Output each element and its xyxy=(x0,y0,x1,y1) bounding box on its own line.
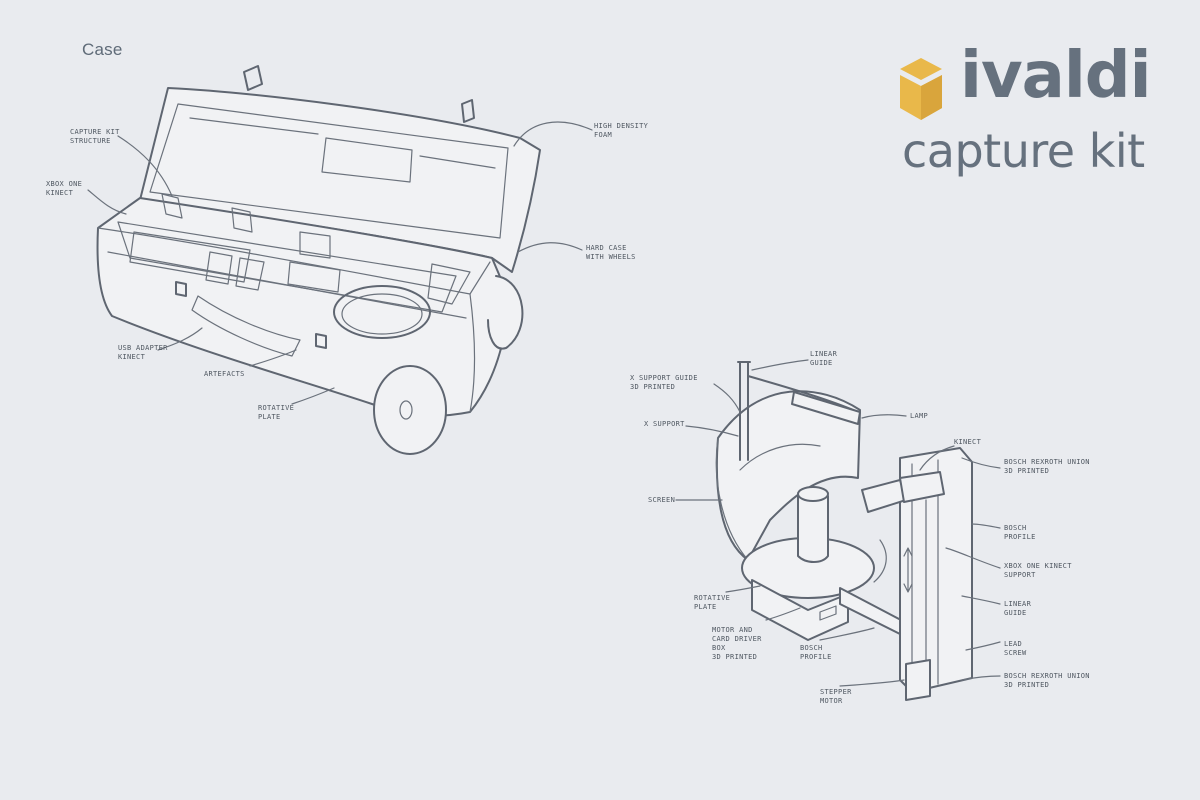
label-bosch-profile-bottom: bosch profile xyxy=(800,644,832,661)
label-kinect: kinect xyxy=(954,438,982,446)
label-x-support: x support xyxy=(644,420,685,428)
label-xbox-one-kinect: xbox one kinect xyxy=(46,180,83,197)
logo-mark-icon xyxy=(900,58,942,120)
label-usb-adapter-kinect: usb adapter kinect xyxy=(118,344,168,361)
hard-case-drawing xyxy=(87,65,593,455)
label-artefacts: artefacts xyxy=(204,370,245,378)
section-title: Case xyxy=(82,40,123,59)
label-bosch-rexroth-union-top: bosch rexroth union 3d printed xyxy=(1004,458,1090,475)
label-xbox-one-kinect-support: xbox one kinect support xyxy=(1004,562,1072,579)
label-lead-screw: lead screw xyxy=(1004,640,1027,657)
label-screen: screen xyxy=(648,496,676,504)
label-linear-guide-top: linear guide xyxy=(810,350,838,367)
label-bosch-rexroth-union-bottom: bosch rexroth union 3d printed xyxy=(1004,672,1090,689)
label-lamp: lamp xyxy=(910,412,929,420)
brand-logo: ivaldi capture kit xyxy=(898,44,1168,184)
label-stepper-motor: stepper motor xyxy=(820,688,852,705)
label-case-rotative-plate: rotative plate xyxy=(258,404,295,421)
label-x-support-guide: x support guide 3d printed xyxy=(630,374,698,391)
label-hard-case-with-wheels: hard case with wheels xyxy=(586,244,636,261)
label-rig-rotative-plate: rotative plate xyxy=(694,594,731,611)
label-linear-guide: linear guide xyxy=(1004,600,1032,617)
label-bosch-profile: bosch profile xyxy=(1004,524,1036,541)
label-motor-card-driver-box: motor and card driver box 3d printed xyxy=(712,626,762,661)
label-capture-kit-structure: capture kit structure xyxy=(70,128,120,145)
capture-rig-drawing xyxy=(675,359,1001,701)
label-high-density-foam: high density foam xyxy=(594,122,649,139)
product-name: capture kit xyxy=(902,124,1145,178)
brand-name: ivaldi xyxy=(960,39,1152,113)
